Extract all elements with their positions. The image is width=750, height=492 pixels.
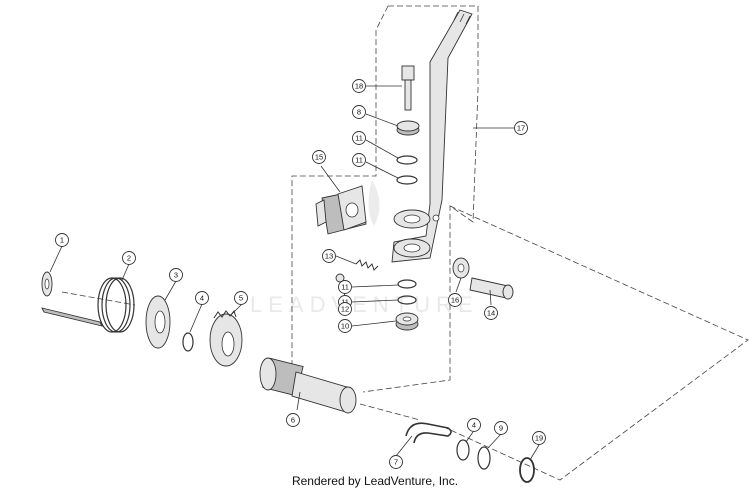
callout-8: 8 <box>352 105 366 119</box>
callout-11-upper-a: 11 <box>352 131 366 145</box>
part-16-bushing <box>452 257 470 279</box>
svg-text:16: 16 <box>451 296 459 305</box>
part-19-ring <box>519 457 535 483</box>
svg-text:11: 11 <box>355 134 363 143</box>
svg-text:13: 13 <box>325 252 333 261</box>
svg-text:14: 14 <box>487 309 495 318</box>
part-13-small-spring <box>355 259 379 271</box>
part-18-bolt <box>401 65 415 111</box>
part-4-ring-right <box>456 439 470 461</box>
svg-text:1: 1 <box>60 236 64 245</box>
leader-lines <box>49 85 540 461</box>
callout-12: 12 <box>338 302 352 316</box>
callout-1: 1 <box>55 233 69 247</box>
svg-text:11: 11 <box>341 298 349 307</box>
svg-text:11: 11 <box>355 156 363 165</box>
callout-11-lower-a: 11 <box>338 280 352 294</box>
part-15-housing-block <box>315 185 367 235</box>
callout-13: 13 <box>322 249 336 263</box>
svg-text:3: 3 <box>174 271 178 280</box>
svg-text:10: 10 <box>341 322 349 331</box>
svg-text:8: 8 <box>357 108 361 117</box>
svg-text:12: 12 <box>341 305 349 314</box>
part-4-ring-left <box>182 332 194 352</box>
callout-7: 7 <box>389 455 403 469</box>
part-2-spring <box>41 277 135 333</box>
svg-text:15: 15 <box>315 153 323 162</box>
svg-text:9: 9 <box>499 424 503 433</box>
part-7-clip <box>405 422 452 444</box>
svg-text:5: 5 <box>239 294 243 303</box>
svg-text:4: 4 <box>472 421 476 430</box>
part-10-bushing <box>395 312 419 331</box>
callout-17: 17 <box>514 121 528 135</box>
callout-19: 19 <box>532 431 546 445</box>
svg-text:17: 17 <box>517 124 525 133</box>
callout-9: 9 <box>494 421 508 435</box>
callout-2: 2 <box>122 251 136 265</box>
svg-text:6: 6 <box>291 416 295 425</box>
part-11-oring-upper-a <box>396 155 418 165</box>
callout-11-upper-b: 11 <box>352 153 366 167</box>
part-14-pin <box>469 277 514 300</box>
rendered-by-caption: Rendered by LeadVenture, Inc. <box>291 474 459 488</box>
svg-text:4: 4 <box>200 294 204 303</box>
callout-5: 5 <box>234 291 248 305</box>
svg-text:18: 18 <box>355 82 363 91</box>
callout-6: 6 <box>286 413 300 427</box>
callout-18: 18 <box>352 79 366 93</box>
callout-14: 14 <box>484 306 498 320</box>
callout-10: 10 <box>338 319 352 333</box>
part-1-washer <box>41 271 53 297</box>
part-5-gear <box>209 309 243 367</box>
part-8-bushing <box>396 120 420 136</box>
watermark-flame-icon <box>368 180 380 226</box>
part-3-spring-guide <box>145 295 171 349</box>
part-11-oring-lower-a <box>397 279 417 289</box>
svg-text:7: 7 <box>394 458 398 467</box>
callout-16: 16 <box>448 293 462 307</box>
part-9-ring <box>477 446 491 470</box>
part-11-oring-upper-b <box>396 175 418 185</box>
part-6-kick-shaft <box>259 357 357 414</box>
svg-text:19: 19 <box>535 434 543 443</box>
svg-text:11: 11 <box>341 283 349 292</box>
callout-4-left: 4 <box>195 291 209 305</box>
callout-4-right: 4 <box>467 418 481 432</box>
part-12-ball <box>335 273 345 283</box>
watermark-text: LEADVENTURE <box>250 292 479 317</box>
part-17-kick-lever <box>391 9 473 263</box>
callout-3: 3 <box>169 268 183 282</box>
svg-text:2: 2 <box>127 254 131 263</box>
callout-15: 15 <box>312 150 326 164</box>
